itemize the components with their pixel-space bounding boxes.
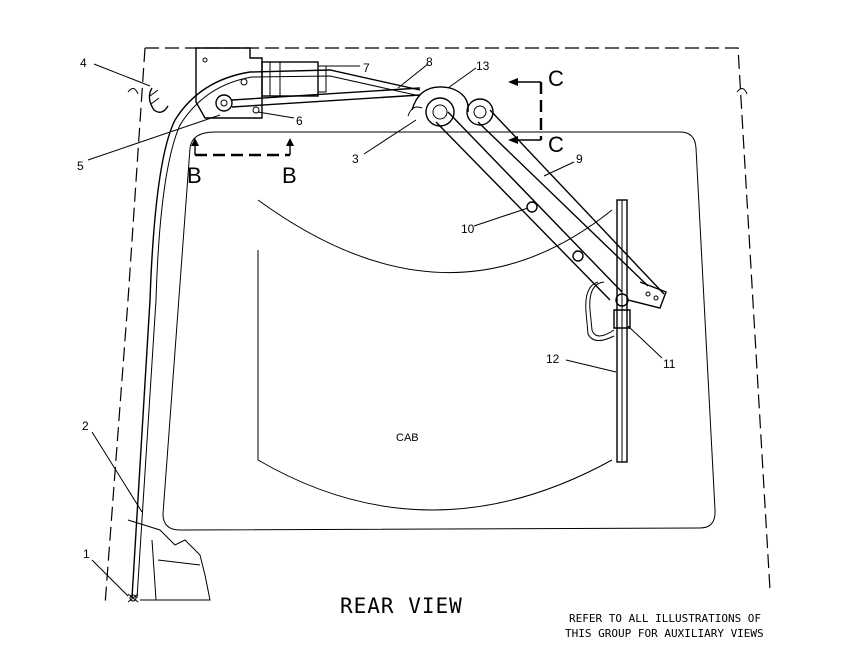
note-line-1: REFER TO ALL ILLUSTRATIONS OF (569, 612, 761, 625)
section-b-marker (191, 138, 294, 157)
callout-7: 7 (363, 61, 370, 75)
hose-clip (148, 87, 169, 113)
section-c-marker (508, 78, 543, 144)
callout-3: 3 (352, 152, 359, 166)
section-b-left: B (187, 163, 202, 188)
wiper-motor-assembly (195, 47, 421, 119)
rear-window (162, 131, 716, 531)
callout-5: 5 (77, 159, 84, 173)
callout-labels: 1 2 3 4 5 6 7 8 9 10 11 12 13 (77, 55, 676, 561)
callout-6: 6 (296, 114, 303, 128)
broken-body-section (127, 519, 211, 601)
wipe-pattern (257, 199, 613, 511)
leader-lines (87, 63, 663, 597)
callout-2: 2 (82, 419, 89, 433)
callout-1: 1 (83, 547, 90, 561)
callout-10: 10 (461, 222, 475, 236)
callout-12: 12 (546, 352, 560, 366)
callout-8: 8 (426, 55, 433, 69)
section-c-bottom: C (548, 132, 564, 157)
callout-4: 4 (80, 56, 87, 70)
note-line-2: THIS GROUP FOR AUXILIARY VIEWS (565, 627, 764, 640)
wiper-pivot (407, 86, 494, 127)
callout-11: 11 (663, 357, 676, 371)
view-title: REAR VIEW (340, 594, 463, 618)
section-c-top: C (548, 66, 564, 91)
callout-13: 13 (476, 59, 490, 73)
washer-hose (127, 69, 421, 603)
cab-label: CAB (396, 432, 419, 444)
wiper-blade (585, 199, 631, 463)
section-b-right: B (282, 163, 297, 188)
section-labels: B B C C (187, 66, 564, 188)
callout-9: 9 (576, 152, 583, 166)
cab-outline (104, 47, 771, 606)
